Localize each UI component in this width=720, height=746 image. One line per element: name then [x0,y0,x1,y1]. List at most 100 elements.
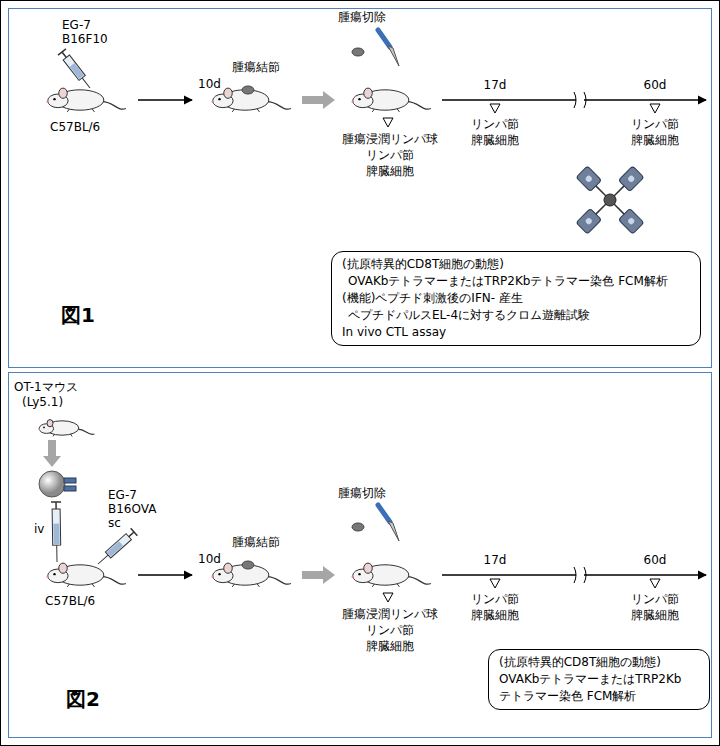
syringe-needle [98,555,108,564]
syringe-liquid [53,524,59,545]
scalpel-blade [388,521,399,541]
arrow [138,99,192,100]
syringe-barrel [63,55,85,80]
mouse-ear [47,420,53,427]
mouse-ear [59,563,68,573]
annotation-label: 脾臓細胞 [366,164,414,178]
figure-panel: 図1 (抗原特異的CD8T細胞の動態)OVAKbテトラマーまたはTRP2Kbテトラ… [8,8,712,368]
timeline-arrow [442,574,706,575]
scalpel-blade [388,46,399,66]
grey-arrow [302,91,335,109]
tetramer-linker [596,204,607,215]
mouse-ear [224,563,233,573]
break-mark [584,567,586,583]
streptavidin-core [604,194,616,206]
annotation-label: リンパ節 [471,592,519,606]
mouse-ear [224,88,233,98]
syringe-liquid [70,63,84,79]
syringe-needle [82,78,90,88]
peptide [627,175,635,183]
mouse-figure [38,420,94,437]
grey-arrow [43,440,61,467]
annotation-label: C57BL/6 [50,120,100,134]
mouse-nose [47,101,49,103]
tetramer-linker [596,186,607,197]
mouse-tail [267,102,291,109]
box-line: (機能)ペプチド刺激後のIFN- 産生 [342,290,690,307]
annotation-label: 脾臓細胞 [471,133,519,147]
break-mark [584,92,586,108]
syringe [58,49,94,91]
mouse-figure [352,563,431,587]
mouse-nose [212,101,214,103]
time-marker [650,104,660,113]
annotation-label: OT-1マウス [14,380,78,394]
time-marker [650,579,660,588]
mouse-eye [218,573,220,575]
annotation-label: 腫瘍結節 [232,60,280,74]
time-marker [490,104,500,113]
scalpel-handle [378,505,390,522]
annotation-label: 腫瘍結節 [232,535,280,549]
mouse-tail [102,102,126,109]
mhc-molecule [576,208,601,233]
peptide [627,217,635,225]
break-mark [574,567,576,583]
mouse-eye [358,98,360,100]
mouse-figure [47,88,126,112]
syringe [51,502,62,562]
t-cell [39,471,65,497]
timeline-gap [576,572,584,578]
grey-arrow [302,566,335,584]
mouse-nose [352,101,354,103]
tumor-nodule [352,523,364,531]
mhc-molecule [618,208,643,233]
annotation-label: 腫瘍浸潤リンパ球 [342,132,438,146]
timeline-arrow [442,99,706,100]
mouse-figure [352,88,431,112]
mouse-tail [78,429,95,434]
annotation-label: (Ly5.1) [22,395,63,409]
peptide [585,175,593,183]
annotation-label: リンパ節 [631,592,679,606]
figure-panel: 図2(抗原特異的CD8T細胞の動態)OVAKbテトラマーまたはTRP2Kb テト… [8,372,712,738]
mouse-eye [218,98,220,100]
time-marker [383,118,393,127]
syringe-barrel [105,534,131,558]
annotation-label: sc [108,516,121,530]
annotation-label: iv [34,522,44,536]
box-line: OVAKbテトラマーまたはTRP2Kbテトラマー染色 FCM解析 [342,273,690,290]
scalpel-handle [378,30,390,47]
tumor-nodule [242,86,254,94]
mouse-nose [352,576,354,578]
annotation-label: C57BL/6 [45,594,95,608]
tumor-nodule [242,561,254,569]
annotation-label: 脾臓細胞 [631,133,679,147]
annotation-label: リンパ節 [366,148,414,162]
annotation-label: 脾臓細胞 [471,608,519,622]
box-line: ペプチドパルスEL-4に対するクロム遊離試験 [342,307,690,324]
annotation-label: リンパ節 [471,117,519,131]
annotation-label: 脾臓細胞 [366,639,414,653]
mouse-figure [47,563,126,587]
annotation-label: 17d [484,553,507,567]
mouse-ear [364,563,373,573]
box-heading: (抗原特異的CD8T細胞の動態) [342,256,690,273]
syringe [95,528,138,567]
annotation-label: 腫瘍浸潤リンパ球 [342,607,438,621]
mouse-eye [53,98,55,100]
tetramer-linker [614,186,625,197]
time-marker [490,579,500,588]
annotation-label: EG-7 [108,488,137,502]
mhc-molecule [576,166,601,191]
mouse-tail [407,102,431,109]
annotation-label: 脾臓細胞 [631,608,679,622]
annotation-label: 60d [644,78,667,92]
figure-number: 図1 [61,303,95,327]
tetramer-figure [576,166,644,234]
annotation-label: EG-7 [62,18,91,32]
mouse-ear [364,88,373,98]
